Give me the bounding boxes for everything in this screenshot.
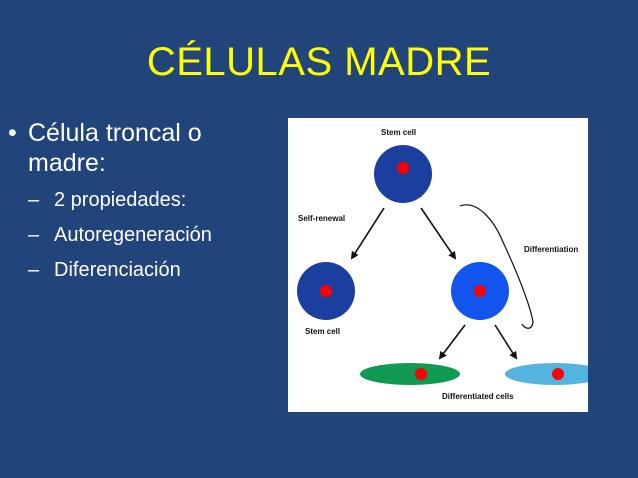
slide-title: CÉLULAS MADRE [146, 40, 492, 84]
sub-item-text: Diferenciación [54, 259, 181, 281]
arrow-self-renewal [350, 207, 385, 260]
differentiated-cell-light-blue [505, 363, 588, 385]
label-stem-cell-top: Stem cell [381, 128, 416, 137]
sub-dash: – [28, 259, 40, 281]
sub-item-self-renewal: – Autoregeneración [28, 223, 278, 247]
sub-item-text: Autoregeneración [54, 224, 212, 246]
stem-cell-bottom-nucleus [320, 285, 332, 297]
green-cell-nucleus [415, 368, 427, 380]
progenitor-cell-nucleus [474, 285, 486, 297]
bullet-list: • Célula troncal o madre: – 2 propiedade… [8, 118, 278, 293]
bullet-main: • Célula troncal o madre: [8, 118, 278, 178]
sub-list: – 2 propiedades: – Autoregeneración – Di… [8, 188, 278, 282]
label-stem-cell-bottom: Stem cell [305, 327, 340, 336]
stem-cell-diagram-svg: Stem cell Self-renewal Differentiation S… [297, 128, 588, 401]
sub-item-properties: – 2 propiedades: [28, 188, 278, 212]
bullet-dot: • [8, 119, 17, 147]
stem-cell-diagram: Stem cell Self-renewal Differentiation S… [288, 118, 588, 412]
label-self-renewal: Self-renewal [298, 214, 345, 223]
stem-cell-top-nucleus [397, 162, 409, 174]
sub-dash: – [28, 224, 40, 246]
bullet-main-text: Célula troncal o madre: [28, 119, 202, 177]
differentiation-bracket [459, 204, 534, 329]
sub-item-text: 2 propiedades: [54, 189, 187, 211]
light-blue-cell-nucleus [552, 368, 564, 380]
sub-item-differentiation: – Diferenciación [28, 258, 278, 282]
label-differentiation: Differentiation [524, 245, 578, 254]
arrow-to-green-cell [438, 324, 466, 360]
sub-dash: – [28, 189, 40, 211]
arrow-differentiation [420, 207, 457, 260]
label-differentiated-cells: Differentiated cells [442, 392, 514, 401]
arrow-to-light-blue-cell [494, 324, 518, 360]
differentiated-cell-green [360, 363, 460, 385]
